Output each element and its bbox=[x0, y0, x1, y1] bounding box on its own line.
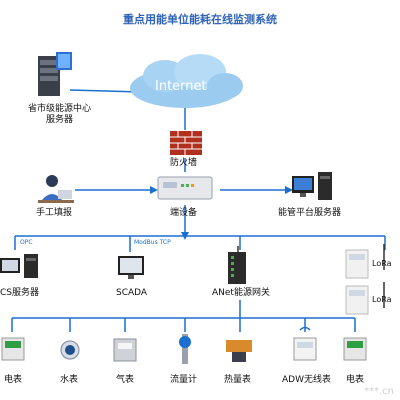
scada-label: SCADA bbox=[116, 288, 148, 298]
meter-label-gas: 气表 bbox=[116, 375, 135, 385]
platform-server-icon bbox=[292, 172, 332, 200]
adw-wireless-meter-icon bbox=[293, 326, 317, 361]
meter-label-electric: 电表 bbox=[4, 375, 23, 385]
scada-monitor-icon bbox=[118, 256, 144, 279]
manual-entry-label: 手工填报 bbox=[36, 208, 73, 218]
meter-label-adw: ADW无线表 bbox=[282, 375, 331, 385]
terminal-device-label: 端设备 bbox=[170, 208, 198, 218]
provincial-server-label: 省市级能源中心 服务器 bbox=[28, 104, 92, 125]
modbus-label: ModBus TCP bbox=[134, 239, 171, 246]
internet-label: Internet bbox=[155, 79, 207, 94]
lora-device-icon-2 bbox=[345, 282, 385, 315]
manual-entry-person-icon bbox=[38, 175, 74, 203]
dcs-server-label: CS服务器 bbox=[0, 288, 39, 298]
electric-meter-icon-2 bbox=[343, 337, 367, 361]
watermark: ***.cn bbox=[364, 386, 395, 397]
terminal-device-icon bbox=[157, 176, 213, 200]
platform-server-label: 能管平台服务器 bbox=[278, 208, 342, 218]
lora-device-icon-1 bbox=[345, 244, 385, 279]
meter-label-electric-2: 电表 bbox=[346, 375, 365, 385]
lora-label-1: LoRa bbox=[372, 259, 392, 268]
meter-label-water: 水表 bbox=[60, 375, 79, 385]
diagram-title: 重点用能单位能耗在线监测系统 bbox=[123, 13, 277, 26]
meter-label-flow: 流量计 bbox=[170, 375, 198, 385]
meter-label-heat: 热量表 bbox=[224, 375, 252, 385]
gas-meter-icon bbox=[113, 338, 137, 362]
firewall-label: 防火墙 bbox=[170, 158, 198, 168]
electric-meter-icon bbox=[1, 337, 25, 361]
internet-cloud-icon bbox=[130, 54, 243, 108]
lora-label-2: LoRa bbox=[372, 295, 392, 304]
water-meter-icon bbox=[60, 340, 80, 360]
dcs-server-icon bbox=[0, 254, 38, 278]
heat-meter-icon bbox=[226, 340, 252, 362]
flow-meter-icon bbox=[179, 334, 191, 364]
firewall-icon bbox=[170, 131, 202, 155]
anet-gateway-label: ANet能源网关 bbox=[212, 288, 270, 298]
anet-gateway-icon bbox=[228, 246, 246, 284]
opc-label: OPC bbox=[20, 239, 33, 246]
provincial-server-icon bbox=[38, 52, 72, 96]
